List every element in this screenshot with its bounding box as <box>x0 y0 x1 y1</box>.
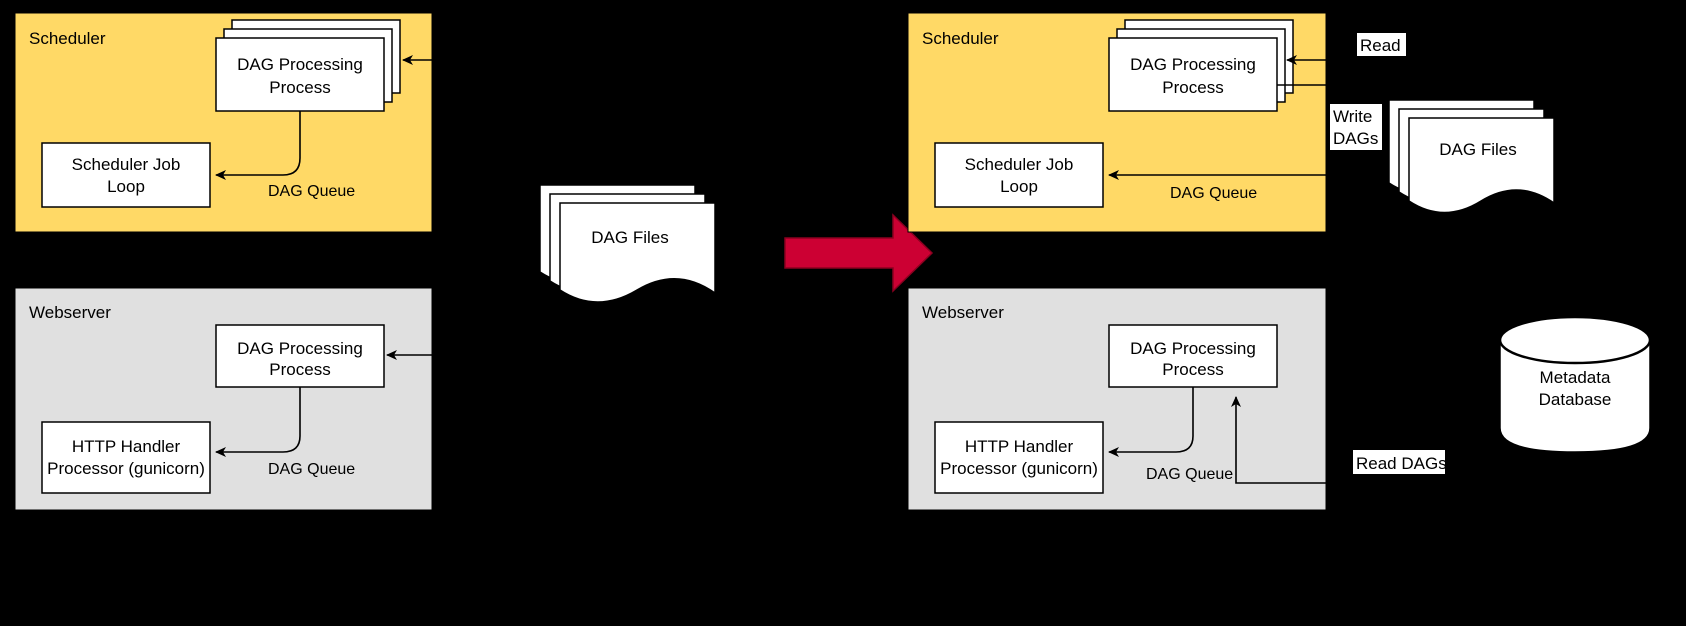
metadata-database-line2: Database <box>1539 390 1612 409</box>
left-scheduler-job-loop-line2: Loop <box>107 177 145 196</box>
right-webserver-read-dags-connector <box>1231 396 1421 484</box>
left-scheduler-job-loop-node: Scheduler Job Loop <box>41 142 211 208</box>
left-webserver-panel-label: Webserver <box>29 303 111 322</box>
right-scheduler-job-loop-line1: Scheduler Job <box>965 155 1074 174</box>
left-webserver-dag-queue-connector <box>215 387 301 457</box>
read-dags-label-text: Read DAGs <box>1356 454 1447 473</box>
center-dag-files-label: DAG Files <box>591 228 668 247</box>
left-scheduler-dag-processing-stack: DAG Processing Process <box>215 19 401 112</box>
left-webserver-dag-processing-line2: Process <box>269 360 330 379</box>
right-webserver-http-handler-line2: Processor (gunicorn) <box>940 459 1098 478</box>
right-scheduler-panel-label: Scheduler <box>922 29 999 48</box>
center-dag-files-document: DAG Files <box>539 184 716 303</box>
right-webserver-panel-label: Webserver <box>922 303 1004 322</box>
left-scheduler-dag-processing-line1: DAG Processing <box>237 55 363 74</box>
left-webserver-dag-processing-line1: DAG Processing <box>237 339 363 358</box>
metadata-database-cylinder: Metadata Database <box>1498 315 1652 453</box>
right-dag-files-document: DAG Files <box>1388 99 1555 214</box>
left-scheduler-panel-label: Scheduler <box>29 29 106 48</box>
right-webserver-dag-queue-connector <box>1108 387 1194 457</box>
left-scheduler-dag-queue-connector <box>215 111 301 180</box>
right-scheduler-job-loop-node: Scheduler Job Loop <box>934 142 1104 208</box>
right-scheduler-dag-queue-label: DAG Queue <box>1170 185 1257 202</box>
right-dag-files-label: DAG Files <box>1439 140 1516 159</box>
right-webserver-dag-processing-node: DAG Processing Process <box>1108 324 1278 388</box>
transition-red-arrow <box>784 213 934 293</box>
write-dags-label-chip: Write DAGs <box>1330 104 1382 150</box>
left-webserver-dag-queue-label: DAG Queue <box>268 461 355 478</box>
right-scheduler-dag-processing-line1: DAG Processing <box>1130 55 1256 74</box>
right-webserver-dag-processing-line1: DAG Processing <box>1130 339 1256 358</box>
metadata-database-line1: Metadata <box>1540 368 1611 387</box>
right-scheduler-job-loop-line2: Loop <box>1000 177 1038 196</box>
left-scheduler-dag-processing-line2: Process <box>269 78 330 97</box>
right-webserver-dag-queue-label: DAG Queue <box>1146 466 1233 483</box>
left-webserver-http-handler-line1: HTTP Handler <box>72 437 181 456</box>
right-webserver-http-handler-node: HTTP Handler Processor (gunicorn) <box>934 421 1104 494</box>
read-label-chip: Read <box>1357 33 1406 56</box>
right-scheduler-dag-processing-stack: DAG Processing Process <box>1108 19 1294 112</box>
left-scheduler-dag-queue-label: DAG Queue <box>268 183 355 200</box>
write-dags-label-line2: DAGs <box>1333 129 1378 148</box>
right-webserver-http-handler-line1: HTTP Handler <box>965 437 1074 456</box>
left-webserver-http-handler-line2: Processor (gunicorn) <box>47 459 205 478</box>
left-webserver-dag-processing-node: DAG Processing Process <box>215 324 385 388</box>
right-scheduler-dag-processing-line2: Process <box>1162 78 1223 97</box>
read-dags-label-chip: Read DAGs <box>1353 450 1447 474</box>
right-webserver-dag-processing-line2: Process <box>1162 360 1223 379</box>
read-label-text: Read <box>1360 36 1401 55</box>
left-webserver-http-handler-node: HTTP Handler Processor (gunicorn) <box>41 421 211 494</box>
write-dags-label-line1: Write <box>1333 107 1372 126</box>
left-scheduler-job-loop-line1: Scheduler Job <box>72 155 181 174</box>
